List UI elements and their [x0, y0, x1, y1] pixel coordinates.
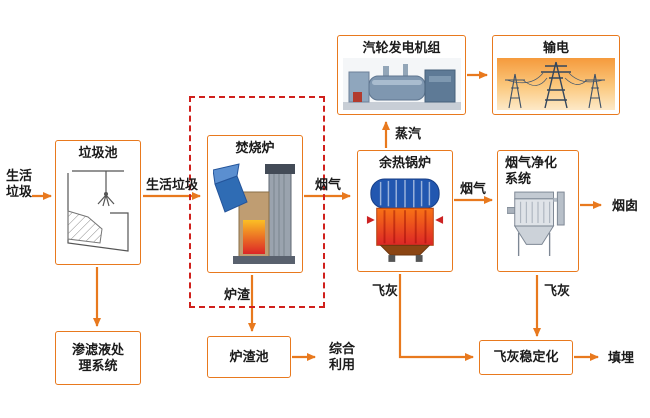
slag-pool-title: 炉渣池 — [229, 348, 269, 364]
power-transmission-illustration — [497, 58, 615, 111]
fly-ash-label-2: 飞灰 — [543, 283, 570, 298]
node-leachate-treatment: 渗滤液处 理系统 — [55, 331, 141, 385]
node-fly-ash-stabilization: 飞灰稳定化 — [479, 340, 573, 375]
flue-gas-purification-illustration — [507, 191, 565, 256]
landfill-label: 填埋 — [607, 350, 634, 365]
waste-heat-boiler-title: 余热锅炉 — [378, 155, 431, 170]
waste-pit-illustration — [67, 170, 129, 252]
node-flue-gas-purification: 烟气净化 系统 — [497, 150, 579, 272]
comprehensive-utilization-label: 综合 利用 — [328, 341, 355, 372]
turbine-generator-title: 汽轮发电机组 — [362, 40, 441, 55]
node-slag-pool: 炉渣池 — [207, 336, 291, 378]
incinerator-illustration — [213, 163, 295, 265]
flue-gas-purification-title: 烟气净化 系统 — [505, 155, 558, 187]
waste-heat-boiler-illustration — [366, 178, 444, 263]
flue-gas-label-2: 烟气 — [459, 181, 486, 196]
incinerator-title: 焚烧炉 — [235, 140, 275, 155]
turbine-generator-illustration — [342, 58, 461, 111]
fly-ash-label-1: 飞灰 — [371, 283, 398, 298]
fly-ash-stabilization-title: 飞灰稳定化 — [493, 349, 559, 365]
steam-label: 蒸汽 — [394, 126, 421, 141]
node-turbine-generator: 汽轮发电机组 — [337, 35, 466, 115]
incinerator-section-boundary — [189, 96, 325, 308]
node-incinerator: 焚烧炉 — [207, 135, 303, 273]
node-waste-heat-boiler: 余热锅炉 — [357, 150, 453, 272]
leachate-treatment-title: 渗滤液处 理系统 — [71, 341, 124, 373]
waste-pit-title: 垃圾池 — [78, 145, 118, 160]
node-power-transmission: 输电 — [492, 35, 620, 115]
node-waste-pit: 垃圾池 — [55, 140, 141, 265]
arrow-boiler-to-fly-ash-stabilization — [398, 274, 474, 361]
household-waste-source-label: 生活 垃圾 — [5, 168, 32, 199]
household-waste-flow-label: 生活垃圾 — [145, 177, 198, 192]
power-transmission-title: 输电 — [542, 40, 569, 55]
flue-gas-label-1: 烟气 — [314, 177, 341, 192]
chimney-label: 烟囱 — [611, 198, 638, 213]
slag-label: 炉渣 — [223, 287, 250, 302]
